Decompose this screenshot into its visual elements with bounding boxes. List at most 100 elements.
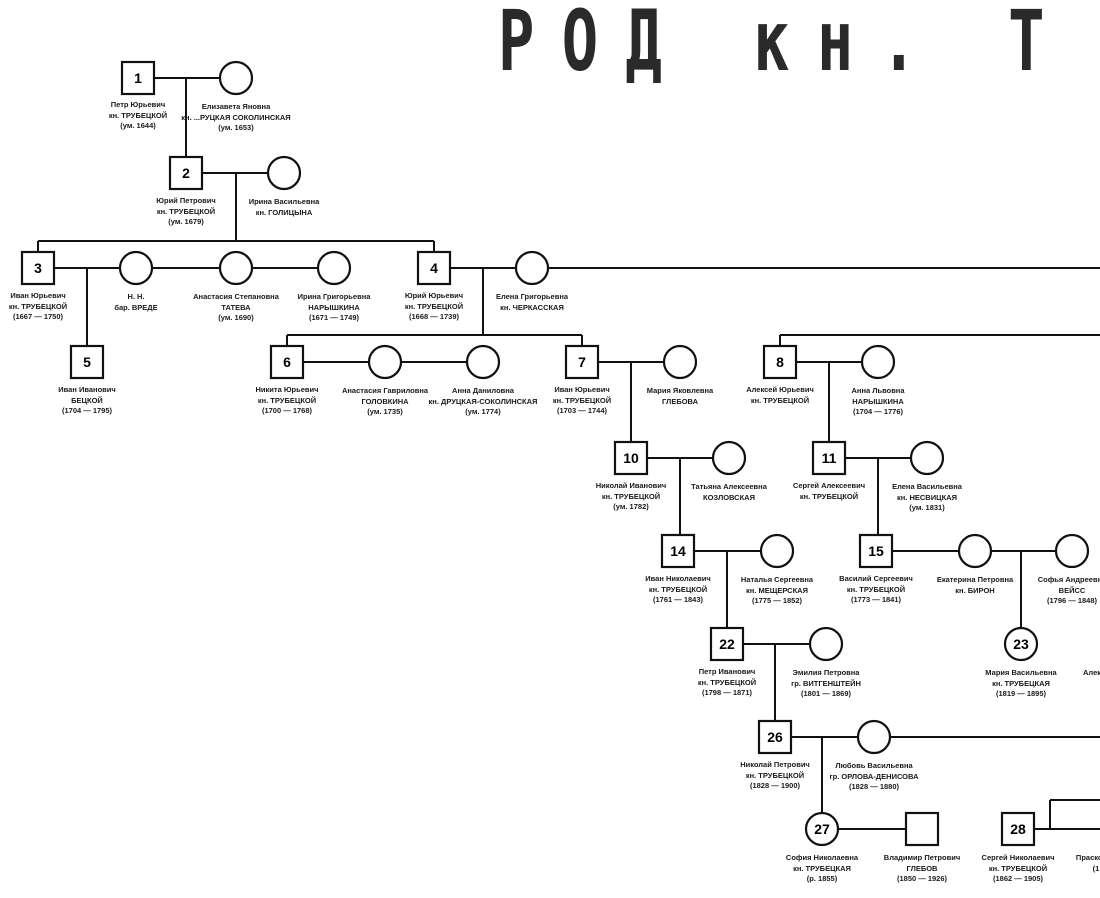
person-label-line: гр. ВИТГЕНШТЕЙН: [791, 678, 861, 688]
node-number: 15: [868, 543, 884, 559]
node-number: 8: [776, 354, 784, 370]
person-label-line: (1819 — 1895): [995, 689, 1047, 698]
person-label-line: кн. ЧЕРКАССКАЯ: [500, 302, 564, 312]
person-label-line: БЕЦКОЙ: [71, 395, 103, 405]
person-label: Алек: [1083, 668, 1100, 679]
person-label-line: кн. ТРУБЕЦКОЙ: [648, 584, 708, 594]
person-label-line: Мария Яковлевна: [646, 386, 714, 395]
person-label-line: Сергей Николаевич: [981, 853, 1055, 862]
node-number: 23: [1013, 636, 1029, 652]
person-label-line: Мария Васильевна: [985, 668, 1057, 677]
male-node: 26: [757, 719, 793, 755]
square-shape: [757, 719, 793, 755]
male-node: 22: [709, 626, 745, 662]
person-label-line: Елена Васильевна: [892, 482, 962, 491]
circle-shape: [856, 719, 892, 755]
person-label: Прасковья(1: [1076, 853, 1100, 874]
person-label-line: кн. ТРУБЕЦКОЙ: [257, 395, 317, 405]
person-label-line: НАРЫШКИНА: [852, 396, 904, 406]
person-label-line: (1704 — 1795): [61, 406, 113, 415]
node-number: 6: [283, 354, 291, 370]
square-shape: [709, 626, 745, 662]
circle-shape: [759, 533, 795, 569]
person-label-line: София Николаевна: [785, 853, 859, 862]
circle-shape: [1003, 626, 1039, 662]
square-shape: [660, 533, 696, 569]
person-label-line: (1828 — 1900): [749, 781, 801, 790]
female-node: [808, 626, 844, 662]
square-shape: [811, 440, 847, 476]
square-shape: [120, 60, 156, 96]
circle-shape: [860, 344, 896, 380]
person-label-line: Анна Львовна: [851, 386, 905, 395]
male-node: 5: [69, 344, 105, 380]
person-label-line: Анастасия Степановна: [193, 292, 279, 301]
female-node: [367, 344, 403, 380]
node-number: 5: [83, 354, 91, 370]
person-label-line: (1862 — 1905): [992, 874, 1044, 883]
square-shape: [1000, 811, 1036, 847]
node-number: 2: [182, 165, 190, 181]
square-shape: [20, 250, 56, 286]
person-label-line: (1667 — 1750): [12, 312, 64, 321]
person-label-line: Иван Иванович: [58, 385, 116, 394]
person-label-line: ГЛЕБОВА: [661, 396, 699, 406]
person-label-line: кн. ТРУБЕЦКОЙ: [799, 491, 859, 501]
person-label-line: кн. ТРУБЕЦКАЯ: [793, 863, 851, 873]
circle-shape: [514, 250, 550, 286]
person-label-line: кн. ТРУБЕЦКОЙ: [988, 863, 1048, 873]
person-label-line: кн. ТРУБЕЦКОЙ: [601, 491, 661, 501]
person-label-line: кн. ТРУБЕЦКАЯ: [992, 678, 1050, 688]
person-label-line: КОЗЛОВСКАЯ: [703, 492, 755, 502]
male-node: 8: [762, 344, 798, 380]
person-label-line: Анна Даниловна: [452, 386, 514, 395]
person-label: Н. Н.бар. ВРЕДЕ: [114, 292, 157, 313]
square-shape: [69, 344, 105, 380]
square-shape: [904, 811, 940, 847]
female-node: [218, 250, 254, 286]
person-label-line: ГОЛОВКИНА: [361, 396, 409, 406]
male-node: 10: [613, 440, 649, 476]
square-shape: [168, 155, 204, 191]
person-label-line: Ирина Григорьевна: [297, 292, 371, 301]
person-label-line: Иван Николаевич: [645, 574, 711, 583]
female-node: [118, 250, 154, 286]
person-label-line: Алек: [1082, 668, 1100, 677]
person-label-line: кн. ТРУБЕЦКОЙ: [745, 770, 805, 780]
square-shape: [613, 440, 649, 476]
person-label-line: ВЕЙСС: [1058, 585, 1086, 595]
circle-shape: [218, 60, 254, 96]
person-label-line: (р. 1855): [806, 874, 838, 883]
person-label-line: Любовь Васильевна: [835, 761, 913, 770]
page-title: РОД кн. Т: [498, 0, 1072, 90]
female-node: [316, 250, 352, 286]
node-number: 4: [430, 260, 438, 276]
person-label-line: Юрий Юрьевич: [404, 291, 464, 300]
person-label-line: Иван Юрьевич: [554, 385, 610, 394]
person-label-line: кн. ТРУБЕЦКОЙ: [697, 677, 757, 687]
male-node: [904, 811, 940, 847]
person-label-line: (1700 — 1768): [261, 406, 313, 415]
person-label-line: Екатерина Петровна: [936, 575, 1014, 584]
node-number: 28: [1010, 821, 1026, 837]
person-label-line: (ум. 1774): [465, 407, 501, 416]
person-label-line: ГЛЕБОВ: [906, 863, 938, 873]
male-node: 6: [269, 344, 305, 380]
